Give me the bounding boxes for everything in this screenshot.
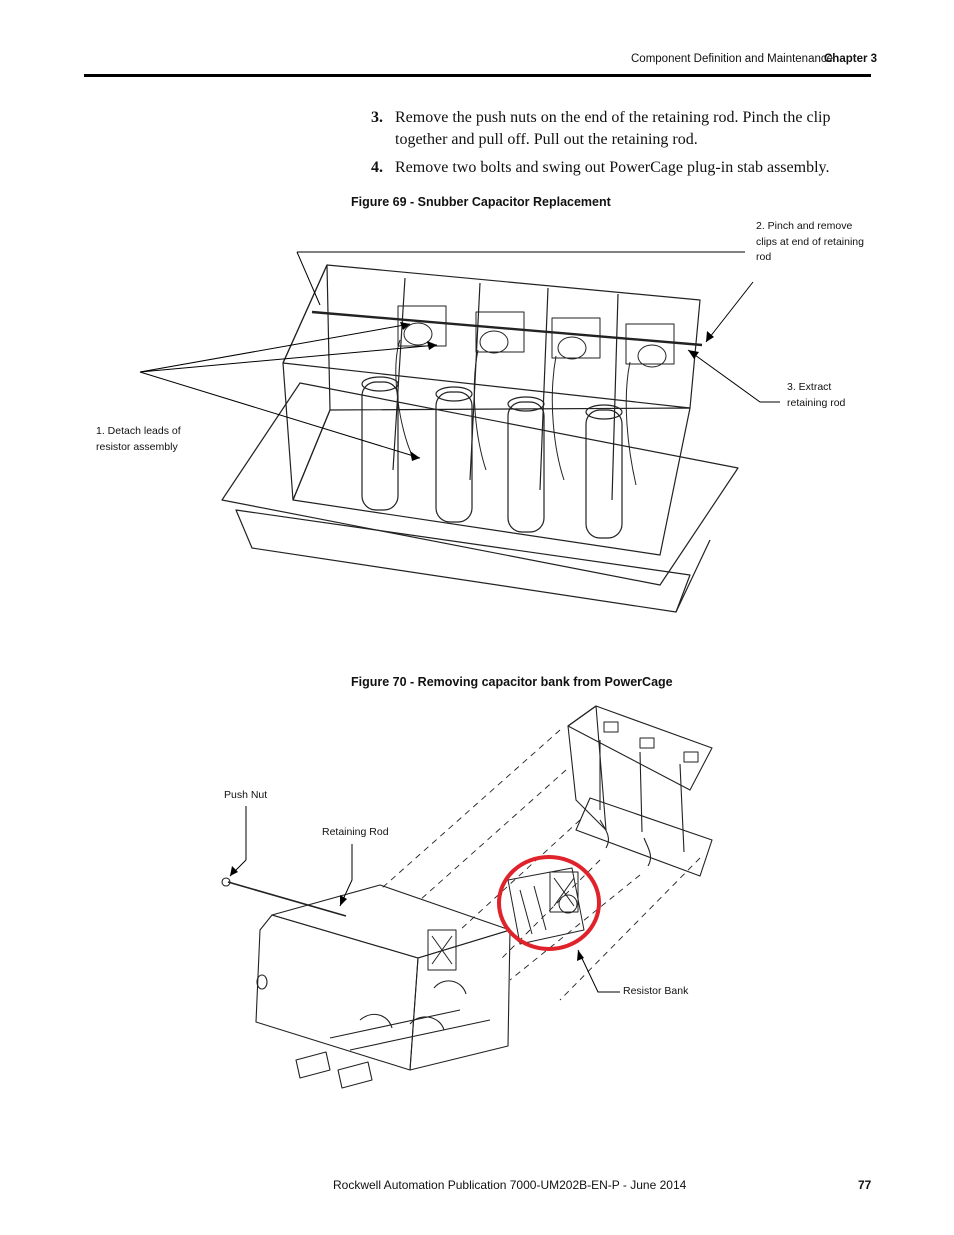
running-header-section: Component Definition and Maintenance xyxy=(631,53,834,65)
footer-publication: Rockwell Automation Publication 7000-UM2… xyxy=(333,1178,687,1192)
step-4: 4. Remove two bolts and swing out PowerC… xyxy=(371,157,851,179)
callout-detach-leads: 1. Detach leads of resistor assembly xyxy=(96,425,181,453)
step-number: 4. xyxy=(371,159,383,176)
page-number: 77 xyxy=(858,1178,872,1192)
callout-retaining-rod: Retaining Rod xyxy=(322,826,389,838)
step-text: Remove two bolts and swing out PowerCage… xyxy=(395,159,830,176)
step-number: 3. xyxy=(371,109,383,126)
callout-push-nut: Push Nut xyxy=(224,789,268,801)
step-3: 3. Remove the push nuts on the end of th… xyxy=(371,107,851,151)
figure-69-snubber-illustration xyxy=(139,251,780,613)
step-text: Remove the push nuts on the end of the r… xyxy=(395,109,831,148)
callout-pinch-clips: 2. Pinch and remove clips at end of reta… xyxy=(756,220,864,263)
callout-extract-rod: 3. Extract retaining rod xyxy=(787,381,846,409)
figure-69-caption: Figure 69 - Snubber Capacitor Replacemen… xyxy=(351,195,611,209)
running-header-chapter: Chapter 3 xyxy=(824,53,878,65)
figure-70-caption: Figure 70 - Removing capacitor bank from… xyxy=(351,675,673,689)
figure-70-capacitor-bank-illustration xyxy=(221,705,713,1089)
callout-resistor-bank: Resistor Bank xyxy=(623,985,689,997)
header-rule xyxy=(84,74,871,77)
